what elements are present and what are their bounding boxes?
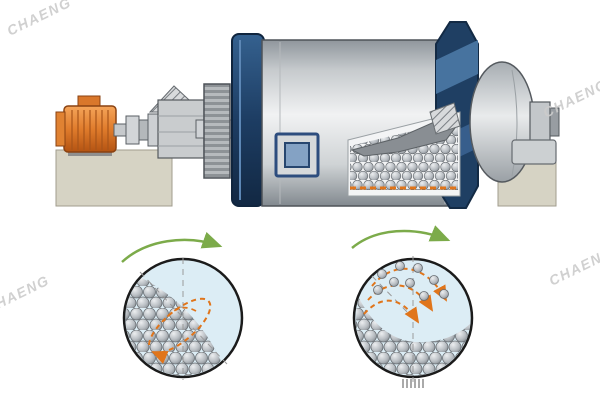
- watermark-brand: CHAENG: [540, 76, 600, 121]
- ball-charge-right: [355, 294, 471, 376]
- coupling-shaft-assembly: [113, 113, 159, 147]
- cataracting-motion-circle: [351, 225, 474, 388]
- bearing-housing: [511, 139, 557, 165]
- end-flange: [549, 107, 560, 137]
- drum-cutaway-grinding-media: [347, 102, 461, 197]
- watermark-brand: CHAENG: [0, 272, 52, 317]
- bottom-tick-marks: [402, 379, 424, 388]
- left-support-pedestal: [55, 149, 173, 207]
- watermark-brand: CHAENG: [546, 244, 600, 289]
- discharge-end: [469, 61, 560, 183]
- ball-charge-left: [125, 268, 232, 376]
- material-heap: [350, 115, 459, 157]
- rotation-arrow-right: [351, 225, 451, 249]
- pinion-gear: [195, 83, 239, 179]
- mill-head-flange-left: [231, 33, 265, 207]
- cataracting-trajectories: [363, 267, 447, 324]
- inner-circulation-arc: [163, 306, 197, 322]
- cascading-loop-arrow: [148, 297, 212, 364]
- drive-motor: [55, 95, 117, 156]
- manhole-door: [274, 132, 320, 178]
- cascading-motion-circle: [121, 231, 244, 380]
- rotation-arrow-left: [121, 231, 223, 263]
- gearbox: [148, 85, 205, 159]
- machine-side-view: [55, 21, 560, 209]
- watermark-brand: CHAENG: [4, 0, 74, 39]
- flying-balls: [373, 261, 449, 301]
